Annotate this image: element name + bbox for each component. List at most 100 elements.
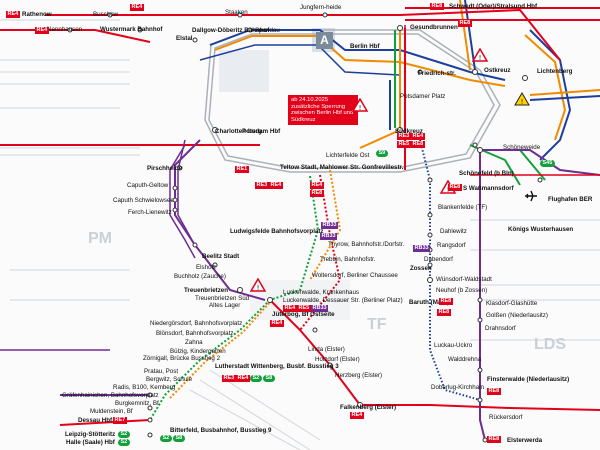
station-pratau: Pratau, Post [144,368,179,375]
station-finsterwalde: Finsterwalde (Niederlausitz) [487,376,570,383]
station-zahna: Zahna [185,339,203,346]
station-ferch: Ferch-Lienewitz [128,209,172,216]
station-treuenbrietzen: Treuenbrietzen [184,287,229,294]
badge-s2: S2 [160,435,172,442]
station-jueterbog: Jüterbog, Bf Ostseite [272,311,335,318]
airport-plane-icon [525,190,537,202]
zone-a-marker: A [316,32,333,49]
station-baruth: Baruth (Mark) [409,299,450,306]
badge-re4: RE4 [283,305,297,312]
station-dahlewitz: Dahlewitz [440,228,467,235]
station-trebbin: Trebbin, Bahnhofstr. [320,256,376,263]
station-klasdorf: Klasdorf-Glashütte [486,300,538,307]
station-bloensdorf: Blönsdorf, Bahnhofsvorplatz [156,330,234,337]
station-dessau-hbf: Dessau Hbf [78,417,113,424]
zone-pm-label: PM [88,230,112,247]
station-jungfernheide: Jungfern-heide [300,4,342,11]
badge-rb33: RB33 [311,305,329,312]
badge-re4: RE4 [130,4,144,11]
badge-re8: RE8 [458,20,472,27]
station-thyrow: Thyrow, Bahnhofstr./Dorfstr. [328,241,405,248]
badge-re4: RE4 [310,182,324,189]
badge-re4: RE4 [6,11,20,18]
station-caputh-schwielowsee: Caputh Schwielowsee [113,197,174,204]
station-woltersdorf: Woltersdorf, Berliner Chaussee [312,272,398,279]
station-gesundbrunnen: Gesundbrunnen [410,24,458,31]
station-doberlug-kirchhain: Doberlug-Kirchhain [431,384,484,391]
station-neuhof: Neuhof (b Zossen) [436,287,488,294]
station-flughafen-ber: Flughafen BER [548,196,593,203]
station-potsdam-hbf: Potsdam Hbf [242,128,281,135]
badge-re5: RE5 [297,305,311,312]
badge-re3: RE3 [222,375,236,382]
station-friedrichstr: Friedrich-str. [418,70,456,77]
station-dallgow: Dallgow-Döberitz Bahnhof [192,27,270,34]
badge-re8: RE8 [310,190,324,197]
station-schoeneweide: Schöneweide [503,144,541,151]
zone-lds-label: LDS [534,336,566,353]
station-drahnsdorf: Drahnsdorf [485,325,516,332]
station-elstal: Elstal [176,35,193,42]
map-background-block [219,50,269,92]
station-koenigs-wusterhausen: Königs Wusterhausen [508,226,574,233]
station-staaken: Staaken [225,9,248,16]
badge-re7: RE7 [113,417,127,424]
station-teltow: Teltow Stadt, Mahlower Str. Gonfrevilles… [280,164,404,171]
station-wassmannsdorf: S Waßmannsdorf [463,185,514,192]
station-blankenfelde: Blankenfelde (TF) [438,204,488,211]
station-herzberg: Herzberg (Elster) [335,372,383,379]
station-rueckersdorf: Rückersdorf [489,414,523,421]
station-berlin-hbf: Berlin Hbf [350,43,380,50]
svg-text:!: ! [479,54,482,62]
station-luckenwalde-krankenhaus: Luckenwalde, Krankenhaus [283,289,360,296]
station-walddrehna: Walddrehna [448,356,482,363]
badge-re8: RE8 [487,388,501,395]
badge-re8: RE8 [448,184,462,191]
station-buschow: Buschow [93,11,119,18]
station-altes-lager: Altes Lager [209,302,241,309]
station-luckenwalde: Luckenwalde, Dessauer Str. (Berliner Pla… [283,297,403,304]
station-buelzig: Bülzig, Kindergarten [170,348,226,355]
station-falkenberg: Falkenberg (Elster) [340,404,397,411]
station-wuensdorf: Wünsdorf-Waldstadt [436,276,492,283]
station-zossen: Zossen [410,265,432,272]
badge-rb33: RB33 [321,222,339,229]
badge-re4: RE4 [236,375,250,382]
station-bergwitz: Bergwitz, Schule [146,376,193,383]
station-radis: Radis, B100, Kemberg [113,384,176,391]
badge-s2: S2 [118,431,130,438]
station-ostkreuz: Ostkreuz [484,67,511,74]
construction-warning-icon: ! [514,92,530,106]
badge-s9: S9 [376,150,388,157]
station-treuenbrietzen-sued: Treuenbrietzen Süd [195,295,250,302]
badge-re4: RE4 [270,320,284,327]
badge-s45: S45 [540,160,555,167]
station-zoernigall: Zörnigall, Brücke Busstieg 2 [143,355,221,362]
zone-tf-label: TF [367,316,387,333]
badge-re4: RE4 [35,27,49,34]
station-ludwigsfelde: Ludwigsfelde Bahnhofsvorplatz [230,228,324,235]
station-golssen: Golßen (Niederlausitz) [486,312,548,319]
badge-s2: S2 [250,375,262,382]
badge-re1: RE1 [235,166,249,173]
station-beelitz: Beelitz Stadt [202,253,240,260]
station-dabendorf: Dabendorf [424,256,453,263]
station-lichtenberg: Lichtenberg [537,68,573,75]
station-potsdamer-platz: Potsdamer Platz [400,93,446,100]
rb-lines [0,139,196,351]
station-wustermark: Wustermark Bahnhof [100,26,163,33]
badge-re3: RE3 [397,133,411,140]
badge-re8: RE8 [439,298,453,305]
badge-s8: S8 [173,435,185,442]
station-pirschheide: Pirschheide [147,165,183,172]
construction-warning-icon: ! [352,98,368,112]
station-linda: Linda (Elster) [308,346,345,353]
station-elsterwerda: Elsterwerda [507,437,543,444]
svg-text:!: ! [257,284,260,292]
station-luckau-uckro: Luckau-Uckro [434,342,473,349]
station-spandau: Spandau [255,27,280,34]
station-halle: Halle (Saale) Hbf [66,439,115,446]
badge-s8: S8 [263,375,275,382]
